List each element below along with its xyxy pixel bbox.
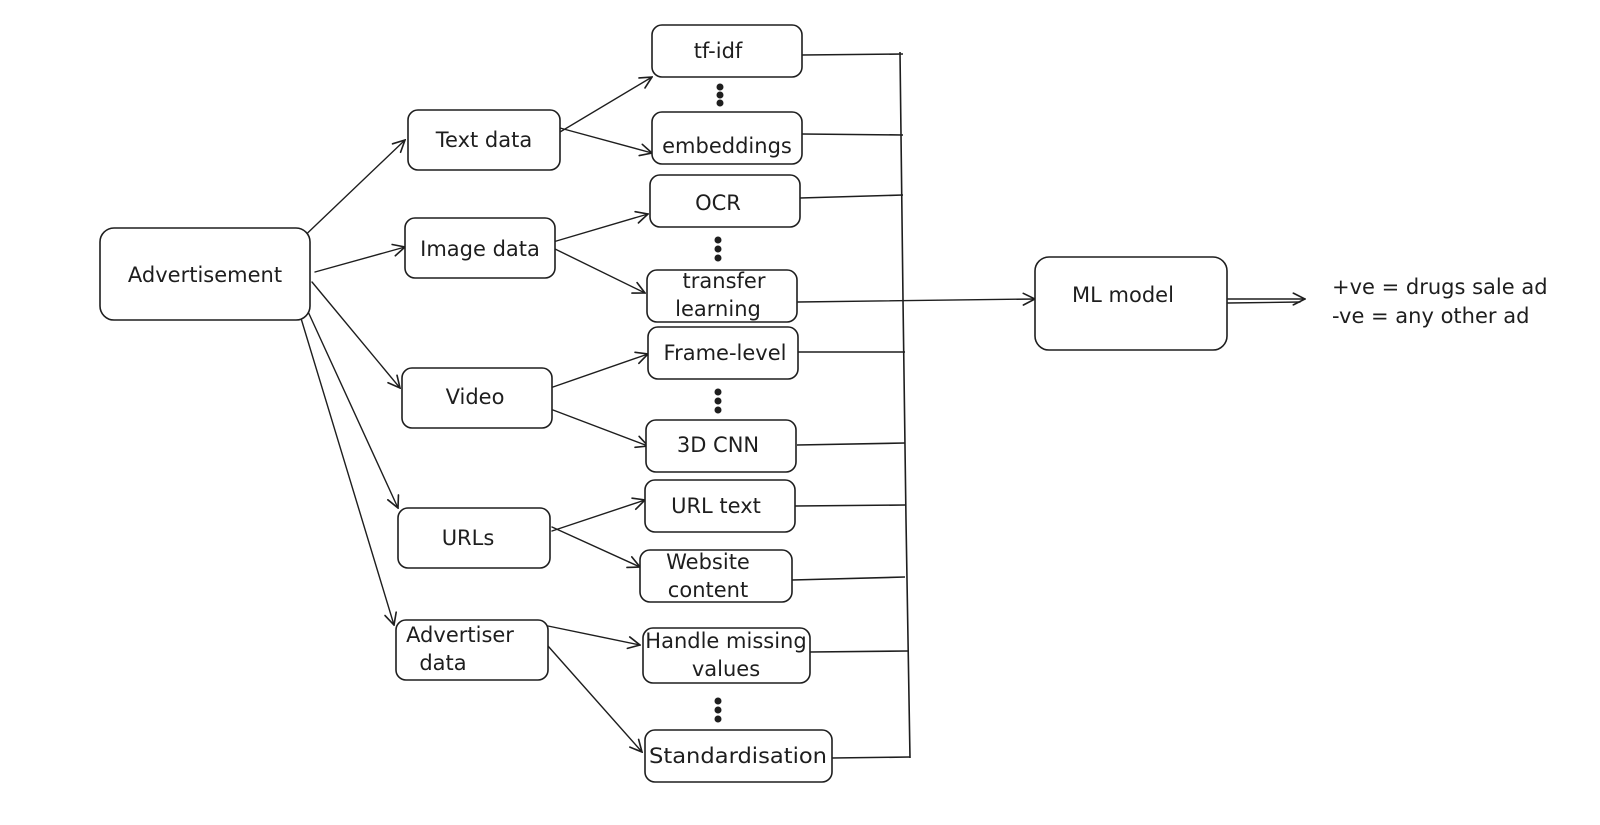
edge-image-transfer [552, 247, 645, 293]
ellipsis-advertiser-features [714, 697, 722, 723]
node-text-data-label: Text data [435, 128, 532, 152]
edge-ad-video [311, 281, 400, 388]
node-tfidf: tf-idf [651, 24, 803, 78]
node-url-text: URL text [644, 479, 796, 533]
edge-image-ocr [552, 214, 648, 243]
node-ml-model: ML model [1034, 256, 1228, 351]
edge-urls-website [551, 526, 640, 567]
edges-features [547, 77, 652, 752]
output-negative-label: -ve = any other ad [1332, 304, 1529, 328]
bus-vertical [899, 51, 911, 759]
node-tfidf-label: tf-idf [694, 39, 743, 63]
edge-text-embeddings [559, 127, 652, 153]
node-handle-missing-label-2: values [692, 657, 760, 681]
node-embeddings: embeddings [651, 111, 803, 165]
node-video-label: Video [446, 385, 505, 409]
node-ocr: OCR [649, 174, 801, 228]
edge-advertiser-standard [547, 645, 642, 752]
node-advertisement-label: Advertisement [128, 263, 282, 287]
node-3d-cnn-label: 3D CNN [677, 433, 759, 457]
node-urls-label: URLs [442, 526, 495, 550]
node-ml-model-label: ML model [1072, 283, 1174, 307]
node-frame-level-label: Frame-level [664, 341, 787, 365]
ellipsis-dots [714, 83, 724, 723]
conn-handle [809, 650, 909, 653]
edge-video-frame [552, 354, 648, 388]
node-image-data-label: Image data [420, 237, 540, 261]
edge-ml-output-double [1227, 301, 1301, 304]
edge-ad-urls [304, 304, 398, 508]
conn-embeddings [801, 133, 904, 136]
edge-ad-image [314, 247, 405, 273]
conn-website [791, 576, 906, 581]
edges-root [294, 140, 405, 625]
node-website-content: Website content [639, 549, 793, 603]
node-ocr-label: OCR [695, 191, 741, 215]
node-handle-missing: Handle missing values [642, 627, 811, 684]
bus-connectors [791, 51, 1305, 759]
edge-video-3dcnn [552, 409, 648, 446]
conn-standard [831, 756, 911, 759]
node-advertiser-data-label-1: Advertiser [406, 623, 514, 647]
ellipsis-image-features [714, 236, 722, 262]
edge-ad-advertiser [299, 314, 394, 625]
node-urls: URLs [397, 507, 551, 569]
conn-tfidf [801, 53, 904, 56]
node-handle-missing-label-1: Handle missing [645, 629, 806, 653]
output-positive-label: +ve = drugs sale ad [1332, 275, 1548, 299]
conn-3dcnn [796, 442, 906, 446]
node-website-content-label-2: content [668, 578, 748, 602]
node-frame-level: Frame-level [647, 326, 799, 380]
node-advertiser-data: Advertiser data [395, 619, 549, 681]
edge-text-tfidf [559, 77, 652, 133]
conn-ocr [799, 194, 904, 199]
node-embeddings-label: embeddings [662, 134, 792, 158]
ellipsis-video-features [714, 388, 722, 414]
node-video: Video [401, 367, 553, 429]
node-transfer-learning-label-1: transfer [683, 269, 766, 293]
conn-urltext [794, 504, 906, 507]
edge-ad-text [294, 140, 405, 246]
node-standardisation: Standardisation [644, 729, 833, 783]
node-transfer-learning-label-2: learning [675, 297, 761, 321]
ellipsis-text-features [716, 83, 724, 107]
node-website-content-label-1: Website [666, 550, 750, 574]
node-url-text-label: URL text [671, 494, 761, 518]
edge-transfer-ml [797, 299, 1035, 302]
node-text-data: Text data [407, 109, 561, 171]
node-advertiser-data-label-2: data [419, 651, 466, 675]
edge-urls-urltext [551, 500, 645, 532]
node-standardisation-label: Standardisation [649, 744, 827, 768]
node-advertisement: Advertisement [99, 227, 311, 321]
edge-advertiser-handle [547, 625, 640, 645]
node-3d-cnn: 3D CNN [645, 419, 797, 473]
node-image-data: Image data [404, 217, 556, 279]
node-transfer-learning: transfer learning [646, 269, 798, 323]
